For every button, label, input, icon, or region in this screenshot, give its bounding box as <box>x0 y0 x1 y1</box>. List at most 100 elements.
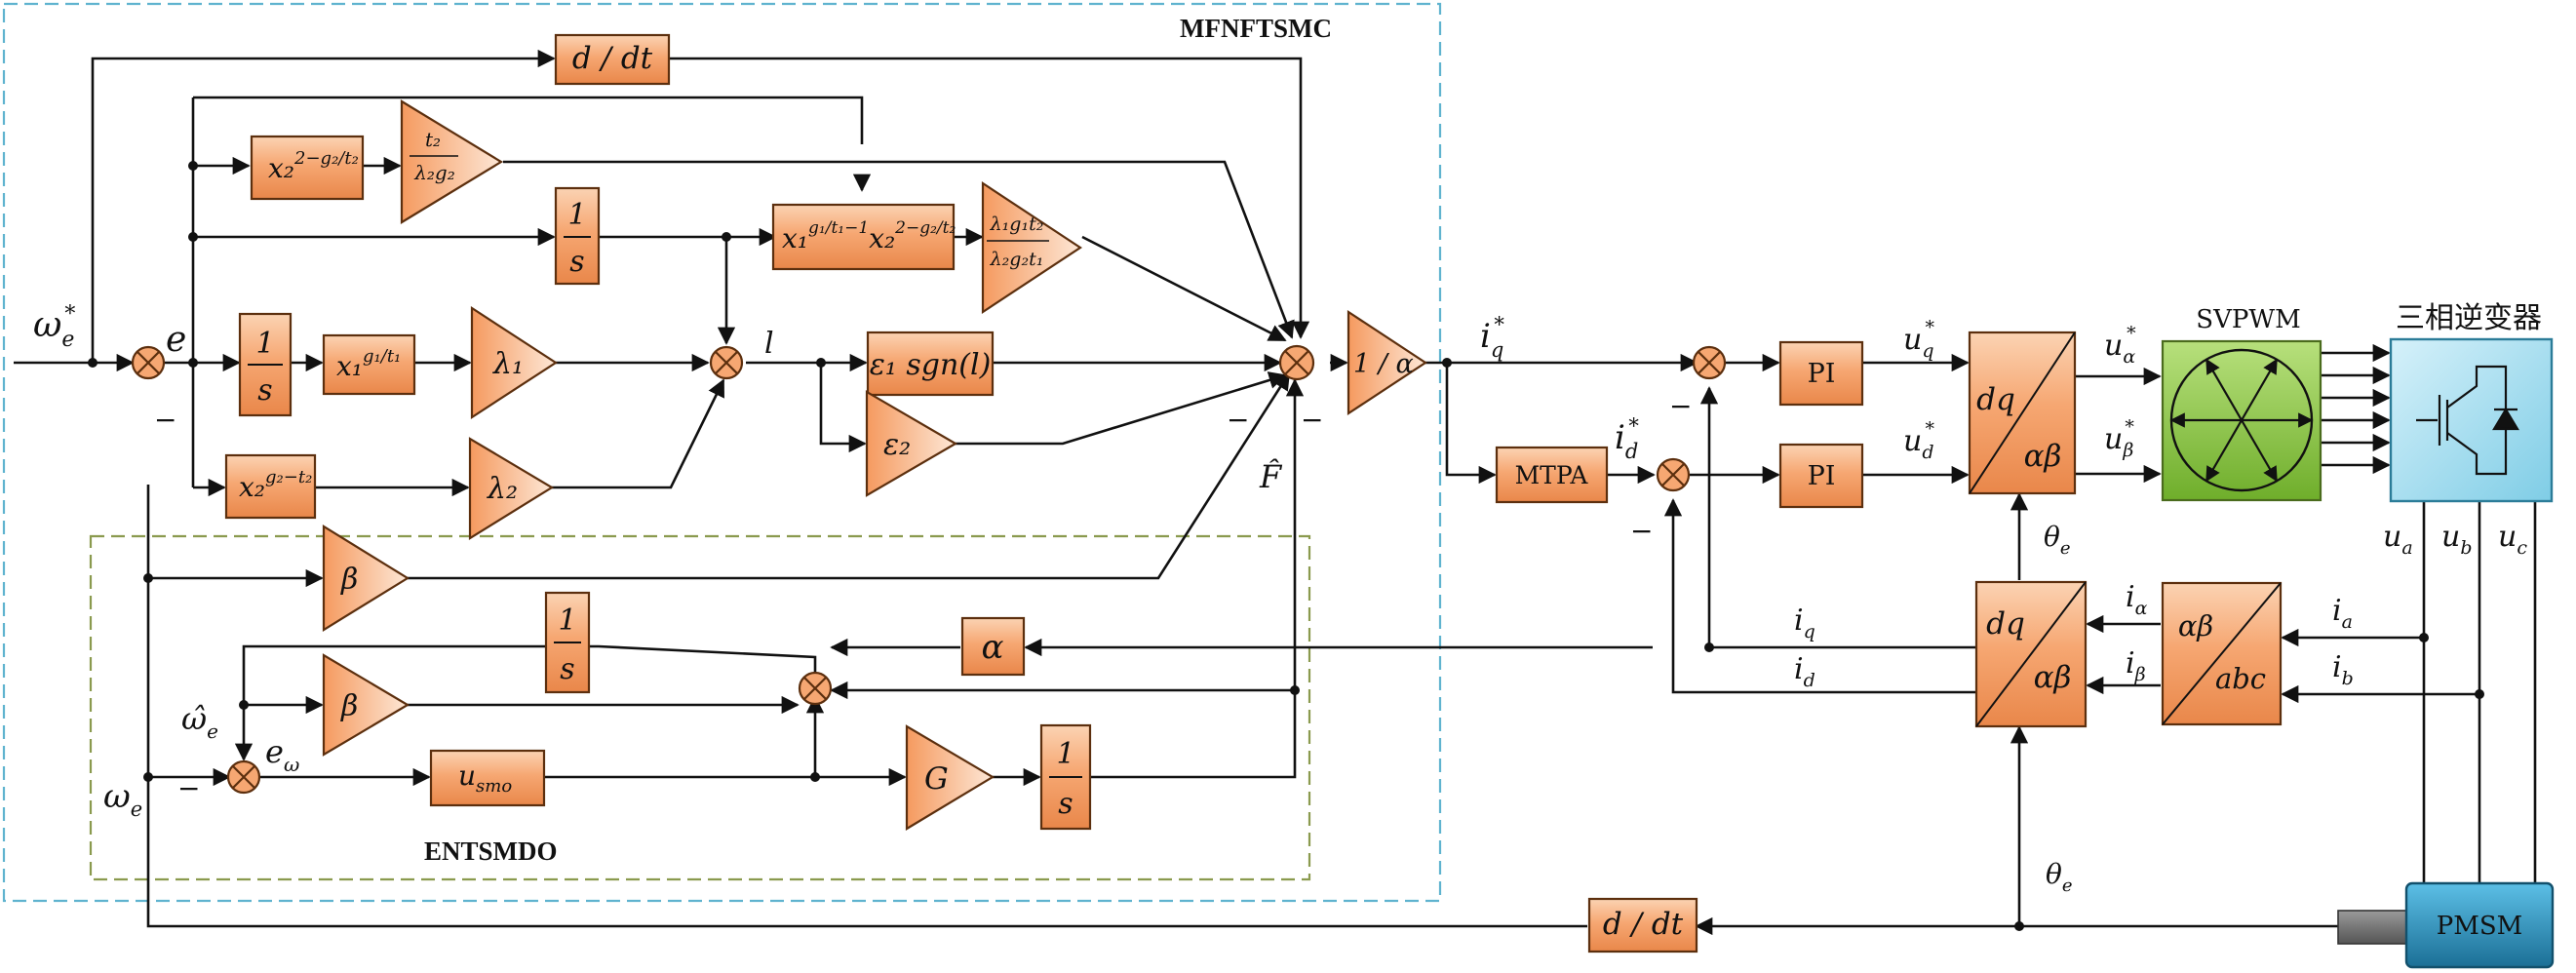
svg-text:uβ*: uβ* <box>2104 416 2134 461</box>
svg-text:ε₁ sgn(l): ε₁ sgn(l) <box>870 348 992 382</box>
sum-observer-error <box>226 759 261 795</box>
svg-text:ua: ua <box>2383 520 2413 559</box>
derivative-block-bottom: d / dt <box>1587 897 1698 954</box>
svg-text:β: β <box>340 563 358 597</box>
pi-controller-d: PI <box>1778 443 1864 509</box>
svg-text:λ₂g₂t₁: λ₂g₂t₁ <box>990 249 1044 270</box>
gain-t2-over-lambda2g2: t₂ λ₂g₂ <box>400 99 504 224</box>
pmsm-motor: PMSM <box>2337 881 2555 969</box>
gain-beta-upper: β <box>322 525 410 632</box>
svg-text:PI: PI <box>1808 461 1836 491</box>
power-x2-lower-block: x₂g₂−t₂ <box>224 453 317 520</box>
integrator-lower: 1 s <box>1039 723 1092 831</box>
clarke-block: αβ abc <box>2161 581 2283 726</box>
integrator-observer: 1 s <box>544 591 591 694</box>
svg-text:λ₂g₂: λ₂g₂ <box>413 161 455 184</box>
sum-speed-error <box>131 345 166 380</box>
svg-text:G: G <box>924 761 949 797</box>
svg-text:λ₁: λ₁ <box>492 347 524 381</box>
gain-eps2: ε₂ <box>865 390 958 497</box>
svg-text:F̂: F̂ <box>1259 458 1283 495</box>
gain-lambda-fraction: λ₁g₁t₂ λ₂g₂t₁ <box>981 180 1082 315</box>
svg-text:eω: eω <box>265 733 299 776</box>
gain-G: G <box>905 724 995 831</box>
svg-text:e: e <box>166 320 186 360</box>
signal-labels: ωe* e l − − − F̂ iq* id* − − uq* ud* uα*… <box>33 302 2527 896</box>
svg-text:−: − <box>154 404 176 436</box>
svg-text:dq: dq <box>1976 382 2015 417</box>
pi-controller-q: PI <box>1778 340 1864 407</box>
svg-text:1 / α: 1 / α <box>1353 349 1414 379</box>
svg-text:uα*: uα* <box>2104 323 2136 368</box>
summing-junctions <box>131 344 1727 795</box>
svg-text:PMSM: PMSM <box>2437 912 2523 941</box>
svg-text:x₁g₁/t₁: x₁g₁/t₁ <box>336 346 401 382</box>
svg-text:dq: dq <box>1986 606 2025 642</box>
entsmdo-region <box>89 534 1311 881</box>
svg-text:−: − <box>177 772 200 804</box>
svg-text:−: − <box>1227 404 1249 436</box>
product-x1-x2-block: x₁g₁/t₁−1x₂2−g₂/t₂ <box>771 203 956 271</box>
inverse-park-block: dq αβ <box>1968 331 2077 495</box>
svg-text:αβ: αβ <box>2034 660 2072 695</box>
svg-text:ε₂: ε₂ <box>883 428 911 462</box>
svg-text:iq: iq <box>1794 603 1815 642</box>
svg-text:ωe: ωe <box>103 777 142 821</box>
svg-text:β: β <box>340 689 358 723</box>
svg-text:iq*: iq* <box>1480 313 1504 362</box>
sum-observer-gain <box>798 671 833 706</box>
svg-text:uc: uc <box>2498 520 2527 559</box>
svg-text:s: s <box>257 373 272 408</box>
derivative-block-top: d / dt <box>554 33 671 86</box>
svg-text:1: 1 <box>255 327 274 361</box>
gain-lambda1: λ₁ <box>470 305 559 420</box>
integrator-top: 1 s <box>554 186 601 286</box>
svg-text:s: s <box>569 245 584 279</box>
sign-function-block: ε₁ sgn(l) <box>866 331 995 397</box>
sum-id <box>1656 457 1691 492</box>
svg-text:x₂2−g₂/t₂: x₂2−g₂/t₂ <box>268 148 359 184</box>
svg-text:x₂g₂−t₂: x₂g₂−t₂ <box>239 467 312 503</box>
svg-text:l: l <box>764 327 774 361</box>
gain-lambda2: λ₂ <box>468 437 555 540</box>
svg-text:iα: iα <box>2126 580 2148 619</box>
svg-text:三相逆变器: 三相逆变器 <box>2396 301 2542 335</box>
sum-iq <box>1692 345 1727 380</box>
three-phase-inverter: 三相逆变器 <box>2389 301 2554 503</box>
svg-text:t₂: t₂ <box>425 128 441 151</box>
svg-text:usmo: usmo <box>458 759 512 797</box>
signal-wires <box>14 49 2537 936</box>
gain-beta-lower: β <box>322 653 410 757</box>
svg-text:λ₂: λ₂ <box>487 472 518 506</box>
sum-sliding-l <box>709 345 744 380</box>
mfnftsmc-label: MFNFTSMC <box>1180 14 1332 43</box>
svg-text:ib: ib <box>2332 650 2354 689</box>
svg-text:d / dt: d / dt <box>572 41 653 76</box>
gain-one-over-alpha: 1 / α <box>1347 309 1428 416</box>
svg-text:MTPA: MTPA <box>1515 461 1589 489</box>
integrator-middle: 1 s <box>238 312 293 417</box>
svg-text:PI: PI <box>1808 359 1836 389</box>
svpwm-block: SVPWM <box>2161 305 2322 502</box>
svg-text:θe: θe <box>2046 858 2073 896</box>
svg-text:−: − <box>1301 404 1323 436</box>
svg-text:iβ: iβ <box>2126 646 2146 685</box>
svg-text:ia: ia <box>2332 594 2353 633</box>
power-x1-block: x₁g₁/t₁ <box>322 333 416 396</box>
svg-text:ωe*: ωe* <box>33 302 75 352</box>
svg-text:1: 1 <box>567 198 586 232</box>
svg-text:αβ: αβ <box>2178 609 2213 642</box>
svg-text:id*: id* <box>1615 414 1639 463</box>
svg-text:αβ: αβ <box>2024 439 2062 474</box>
svg-text:−: − <box>1630 515 1653 547</box>
svg-text:x₁g₁/t₁−1x₂2−g₂/t₂: x₁g₁/t₁−1x₂2−g₂/t₂ <box>782 218 956 254</box>
power-x2-block: x₂2−g₂/t₂ <box>250 135 365 201</box>
mtpa-block: MTPA <box>1495 446 1609 504</box>
svg-text:abc: abc <box>2215 662 2266 695</box>
sum-main-law <box>1278 344 1315 381</box>
svg-text:1: 1 <box>558 603 576 638</box>
entsmdo-label: ENTSMDO <box>424 837 558 866</box>
svg-text:s: s <box>560 652 574 686</box>
gain-alpha-block: α <box>960 616 1026 677</box>
svg-text:ud*: ud* <box>1903 418 1935 463</box>
